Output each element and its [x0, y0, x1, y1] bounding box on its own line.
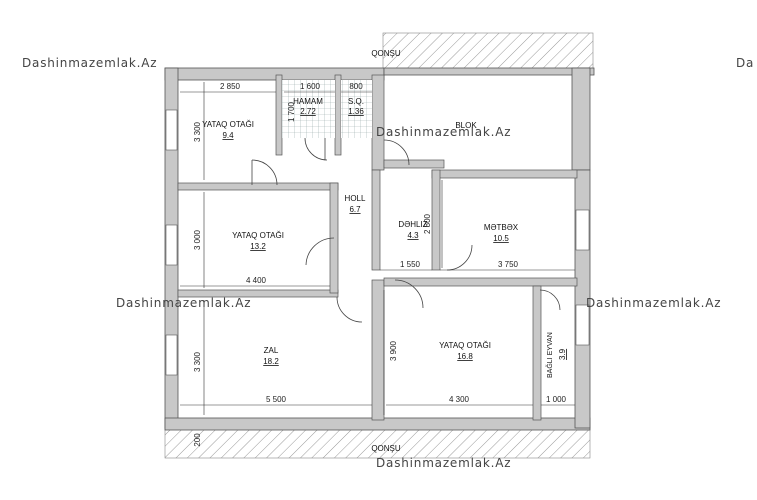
hall-area: 6.7	[349, 205, 361, 214]
neighbor-label-top: QONŞU	[371, 49, 401, 58]
bathroom-name: HAMAM	[293, 97, 323, 106]
room-labels: YATAQ OTAĞI 9.4 HAMAM 2.72 S.Q. 1.36 BLO…	[202, 97, 567, 378]
dim-kitchen-depth: 2 800	[423, 213, 432, 234]
bedroom-w-name: YATAQ OTAĞI	[232, 231, 284, 240]
dim-living-width: 5 500	[266, 395, 287, 404]
dim-bath-width: 1 600	[300, 82, 321, 91]
neighbor-strip-bottom	[164, 427, 591, 459]
neighbor-label-bottom: QONŞU	[371, 444, 401, 453]
dim-bath-depth: 1 700	[287, 101, 296, 122]
hall-name: HOLL	[345, 194, 366, 203]
watermark-left-middle: Dashinmazemlak.Az	[116, 296, 252, 310]
watermark-clipped: Da	[736, 56, 755, 70]
block-name: BLOK	[455, 121, 477, 130]
bathroom-area: 2.72	[300, 107, 316, 116]
balcony-name: BAĞLI EYVAN	[545, 332, 554, 378]
dim-w-width: 4 400	[246, 276, 267, 285]
dim-se-height: 3 900	[389, 340, 398, 361]
door-swings	[251, 137, 561, 323]
dim-w-height: 3 000	[193, 229, 202, 250]
balcony-area: 3.9	[558, 348, 567, 360]
windows	[165, 109, 590, 376]
dim-wc-width: 800	[349, 82, 363, 91]
bedroom-se-area: 16.8	[457, 352, 473, 361]
dim-nw-width: 2 850	[220, 82, 241, 91]
wc-area: 1.36	[348, 107, 364, 116]
dimension-texts: 2 850 1 600 800 1 700 3 300 3 000 4 400 …	[193, 82, 567, 447]
interior-walls	[177, 74, 578, 421]
watermark-top-left: Dashinmazemlak.Az	[22, 56, 158, 70]
dim-kitchen-width: 3 750	[498, 260, 519, 269]
corridor-area: 4.3	[407, 231, 419, 240]
kitchen-name: MƏTBƏX	[484, 223, 519, 232]
watermark-center-top: Dashinmazemlak.Az	[376, 125, 512, 139]
bedroom-se-name: YATAQ OTAĞI	[439, 341, 491, 350]
dim-corridor-width: 1 550	[400, 260, 421, 269]
dim-balcony-width: 1 000	[546, 395, 567, 404]
bathroom-floor	[282, 80, 335, 138]
wc-name: S.Q.	[348, 97, 364, 106]
watermark-bottom: Dashinmazemlak.Az	[376, 456, 512, 470]
kitchen-area: 10.5	[493, 234, 509, 243]
dim-outer-wall: 200	[193, 433, 202, 447]
neighbor-strip-top	[382, 32, 594, 74]
living-area: 18.2	[263, 357, 279, 366]
dim-se-width: 4 300	[449, 395, 470, 404]
wc-floor	[341, 80, 372, 138]
bedroom-w-area: 13.2	[250, 242, 266, 251]
dim-living-height: 3 300	[193, 351, 202, 372]
dimension-lines	[180, 82, 575, 415]
bedroom-nw-name: YATAQ OTAĞI	[202, 120, 254, 129]
watermark-right-middle: Dashinmazemlak.Az	[586, 296, 722, 310]
corridor-name: DƏHLIZ	[398, 220, 427, 229]
living-name: ZAL	[264, 346, 279, 355]
bedroom-nw-area: 9.4	[222, 131, 234, 140]
dim-nw-height: 3 300	[193, 121, 202, 142]
